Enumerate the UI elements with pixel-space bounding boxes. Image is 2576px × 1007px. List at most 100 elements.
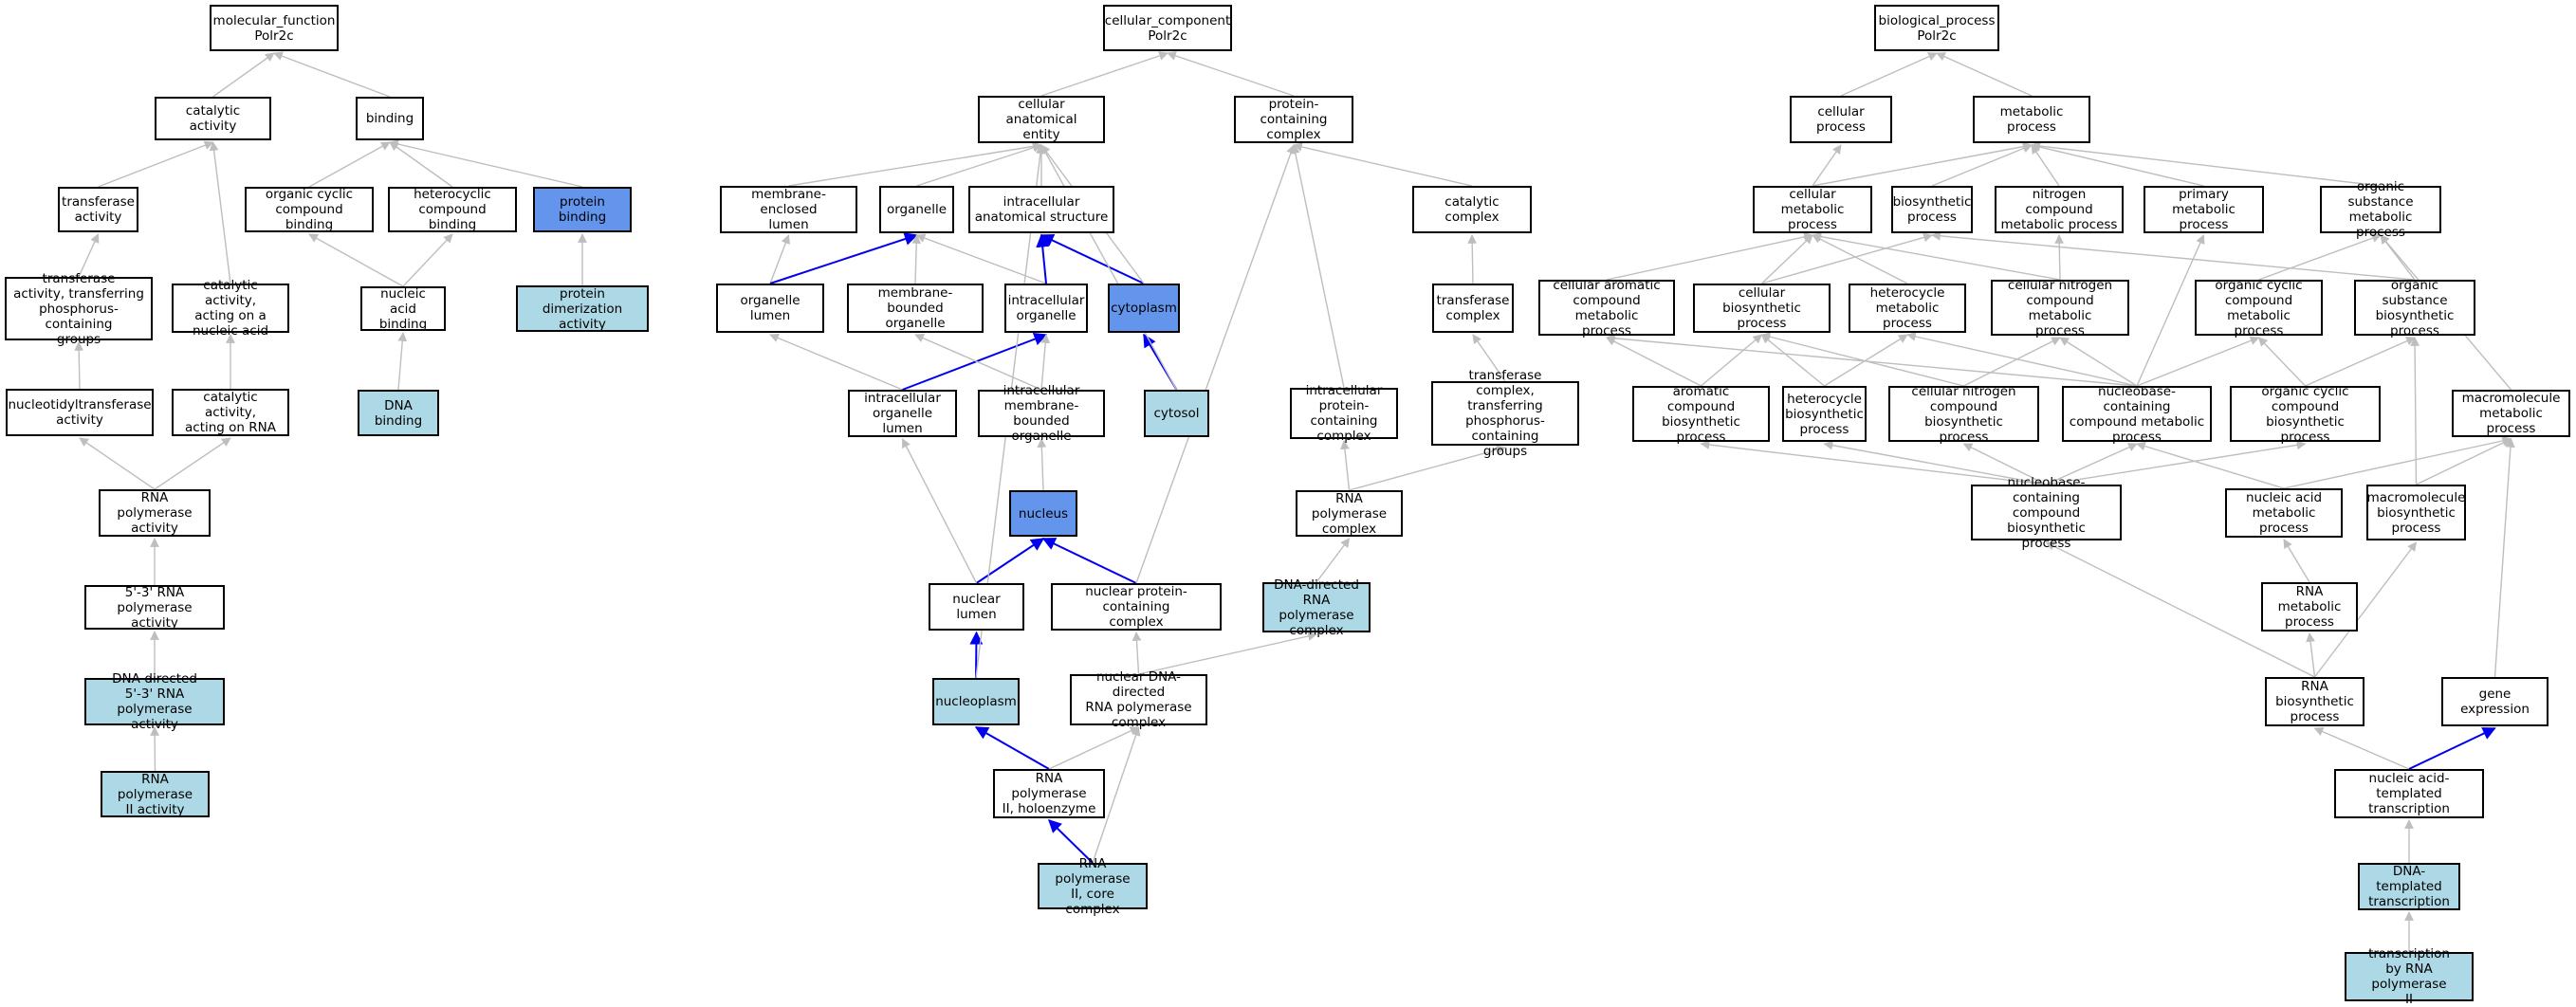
node-macromolecule-metabolic-process[interactable]: macromolecule metabolic process [2452,390,2570,437]
node-dna-directed-5-3-rna-polymerase-activity[interactable]: DNA-directed 5'-3' RNA polymerase activi… [84,671,225,732]
node-nucleobase-containing-compound-metabolic-process[interactable]: nucleobase-containing compound metabolic… [2062,384,2212,445]
node-cellular-biosynthetic-process[interactable]: cellular biosynthetic process [1693,284,1831,333]
node-transferase-activity-phosphorus[interactable]: transferase activity, transferring phosp… [5,271,153,347]
edge [1761,234,1813,284]
node-cellular-metabolic-process[interactable]: cellular metabolic process [1753,186,1872,233]
edge [1701,334,1763,387]
node-heterocyclic-compound-binding[interactable]: heterocyclic compound binding [388,187,517,232]
node-dna-directed-rna-polymerase-complex[interactable]: DNA-directed RNA polymerase complex [1262,577,1371,638]
node-nucleic-acid-metabolic-process[interactable]: nucleic acid metabolic process [2225,488,2343,538]
node-nuclear-dna-directed-rna-polymerase-complex[interactable]: nuclear DNA-directed RNA polymerase comp… [1070,669,1207,730]
node-transferase-complex[interactable]: transferase complex [1432,284,1514,333]
node-rna-metabolic-process[interactable]: RNA metabolic process [2261,582,2358,632]
node-intracellular-organelle[interactable]: intracellular organelle [1004,284,1088,333]
node-transcription-by-rna-polymerase-ii[interactable]: transcription by RNA polymerase II [2345,946,2474,1007]
node-nucleobase-containing-compound-biosynthetic-process[interactable]: nucleobase-containing compound biosynthe… [1971,475,2122,551]
node-dna-templated-transcription[interactable]: DNA-templated transcription [2358,863,2460,910]
node-nucleoplasm[interactable]: nucleoplasm [932,678,1020,725]
node-intracellular-membrane-bounded-organelle[interactable]: intracellular membrane-bounded organelle [978,383,1105,444]
node-organic-cyclic-compound-metabolic-process[interactable]: organic cyclic compound metabolic proces… [2195,278,2323,339]
edge [150,726,159,772]
node-nucleotidyltransferase-activity[interactable]: nucleotidyltransferase activity [6,389,154,436]
edge [1812,231,2061,281]
node-organelle[interactable]: organelle [879,186,954,233]
node-heterocycle-biosynthetic-process[interactable]: heterocycle biosynthetic process [1782,386,1867,442]
node-metabolic-process[interactable]: metabolic process [1973,96,2090,143]
node-biological-process-root[interactable]: biological_process Polr2c [1874,5,1999,51]
node-protein-binding[interactable]: protein binding [533,187,632,232]
edge [1167,51,1295,97]
node-catalytic-activity-nucleic-acid[interactable]: catalytic activity, acting on a nucleic … [172,278,289,339]
node-binding[interactable]: binding [356,97,424,140]
node-protein-dimerization-activity[interactable]: protein dimerization activity [516,285,649,332]
node-cytosol[interactable]: cytosol [1144,390,1209,437]
node-nucleic-acid-templated-transcription[interactable]: nucleic acid-templated transcription [2334,769,2484,818]
node-intracellular-organelle-lumen[interactable]: intracellular organelle lumen [848,390,957,437]
edge-highlight [1041,538,1137,584]
node-gene-expression[interactable]: gene expression [2441,677,2548,726]
node-biosynthetic-process[interactable]: biosynthetic process [1891,186,1973,233]
node-rna-polymerase-complex[interactable]: RNA polymerase complex [1296,490,1403,537]
node-rna-polymerase-ii-activity[interactable]: RNA polymerase II activity [101,771,210,817]
node-cellular-process[interactable]: cellular process [1790,96,1892,143]
edge [308,233,404,287]
edge [78,233,100,278]
edge-highlight [975,538,1045,584]
node-primary-metabolic-process[interactable]: primary metabolic process [2144,186,2264,233]
node-nuclear-lumen[interactable]: nuclear lumen [929,583,1024,631]
node-nuclear-protein-containing-complex[interactable]: nuclear protein-containing complex [1051,583,1222,631]
edge [1760,334,1825,387]
node-molecular-function-root[interactable]: molecular_function Polr2c [210,5,339,51]
edge [1936,52,2033,97]
edge [1135,144,1296,584]
node-catalytic-activity-rna[interactable]: catalytic activity, acting on RNA [172,389,289,436]
edge [1048,726,1140,770]
edge [2046,443,2138,485]
node-heterocycle-metabolic-process[interactable]: heterocycle metabolic process [1849,284,1966,333]
node-cellular-nitrogen-compound-biosynthetic-process[interactable]: cellular nitrogen compound biosynthetic … [1888,384,2039,445]
node-nitrogen-compound-metabolic-process[interactable]: nitrogen compound metabolic process [1995,186,2124,233]
node-nucleus[interactable]: nucleus [1009,490,1077,537]
node-catalytic-activity[interactable]: catalytic activity [155,97,271,140]
node-cellular-component-root[interactable]: cellular_component Polr2c [1103,5,1232,51]
edge [1812,234,1908,284]
edge [1132,632,1142,675]
node-rna-polymerase-ii-holoenzyme[interactable]: RNA polymerase II, holoenzyme [993,769,1105,818]
edge [788,141,1042,187]
edge [2031,144,2060,187]
node-organic-substance-biosynthetic-process[interactable]: organic substance biosynthetic process [2354,278,2475,339]
edge [1340,440,1351,491]
edge [2313,541,2418,678]
node-organelle-lumen[interactable]: organelle lumen [716,284,824,333]
node-cellular-anatomical-entity[interactable]: cellular anatomical entity [978,96,1105,143]
edge [74,341,84,390]
node-nucleic-acid-binding[interactable]: nucleic acid binding [360,286,446,332]
node-cellular-nitrogen-compound-metabolic-process[interactable]: cellular nitrogen compound metabolic pro… [1991,278,2129,339]
edge [389,141,453,188]
node-organic-cyclic-compound-binding[interactable]: organic cyclic compound binding [245,187,374,232]
node-rna-biosynthetic-process[interactable]: RNA biosynthetic process [2265,677,2364,726]
node-catalytic-complex[interactable]: catalytic complex [1412,186,1532,233]
node-membrane-enclosed-lumen[interactable]: membrane-enclosed lumen [720,186,857,233]
node-macromolecule-biosynthetic-process[interactable]: macromolecule biosynthetic process [2366,485,2466,540]
node-organic-cyclic-compound-biosynthetic-process[interactable]: organic cyclic compound biosynthetic pro… [2230,384,2381,445]
edge [2046,440,2307,485]
edge [1840,52,1938,97]
edge [154,437,231,490]
edge [2054,234,2065,281]
node-aromatic-compound-biosynthetic-process[interactable]: aromatic compound biosynthetic process [1632,384,1770,445]
node-organic-substance-metabolic-process[interactable]: organic substance metabolic process [2320,179,2441,240]
node-intracellular-anatomical-structure[interactable]: intracellular anatomical structure [968,186,1114,233]
node-membrane-bounded-organelle[interactable]: membrane-bounded organelle [847,284,984,333]
node-dna-binding[interactable]: DNA binding [358,390,439,436]
node-cytoplasm[interactable]: cytoplasm [1108,284,1180,333]
node-transferase-complex-phosphorus[interactable]: transferase complex, transferring phosph… [1431,368,1579,459]
node-intracellular-protein-containing-complex[interactable]: intracellular protein-containing complex [1290,383,1398,444]
node-rna-polymerase-activity[interactable]: RNA polymerase activity [99,489,211,537]
node-cellular-aromatic-compound-metabolic-process[interactable]: cellular aromatic compound metabolic pro… [1538,278,1675,339]
node-transferase-activity[interactable]: transferase activity [58,187,138,232]
edge [2416,438,2512,485]
node-protein-containing-complex[interactable]: protein-containing complex [1234,96,1353,143]
node-rna-polymerase-ii-core-complex[interactable]: RNA polymerase II, core complex [1038,856,1148,917]
node-5-3-rna-polymerase-activity[interactable]: 5'-3' RNA polymerase activity [84,585,225,631]
